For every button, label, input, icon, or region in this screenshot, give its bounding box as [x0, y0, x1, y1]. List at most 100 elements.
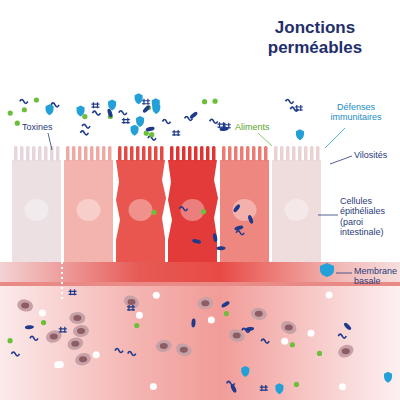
basement-membrane [0, 262, 400, 282]
red-blood-cell-center [255, 311, 263, 317]
villus [148, 146, 152, 161]
red-blood-cell [74, 351, 93, 367]
epithelial-cell [168, 160, 218, 262]
cell-nucleus [77, 199, 101, 221]
toxin [122, 118, 130, 124]
toxin [210, 119, 218, 123]
white-cell [57, 361, 64, 368]
toxin [20, 99, 28, 103]
epithelial-cell [12, 160, 61, 262]
villus [200, 146, 204, 161]
white-cell [307, 330, 314, 337]
villus [118, 146, 122, 161]
toxin [162, 120, 170, 124]
red-blood-cell-center [285, 324, 293, 330]
toxin [223, 123, 231, 129]
toxin [11, 352, 19, 356]
part-label: Défenses immunitaires [320, 102, 392, 123]
villus [194, 146, 198, 161]
toxin [261, 339, 269, 343]
villus [316, 146, 320, 161]
toxin [142, 99, 150, 105]
cell-nucleus [181, 199, 205, 221]
immune-defense [135, 93, 143, 104]
food-particle [34, 97, 39, 102]
cell-nucleus [129, 199, 153, 221]
red-blood-cell-center [21, 302, 29, 308]
villus [72, 146, 76, 161]
epithelial-cell [116, 160, 166, 262]
villus [66, 146, 70, 161]
villus [124, 146, 128, 161]
villus [56, 146, 60, 161]
red-blood-cell-center [128, 299, 136, 305]
toxin [128, 352, 136, 356]
immune-defense [275, 383, 283, 394]
villus [304, 146, 308, 161]
villus [264, 146, 268, 161]
white-cell [136, 312, 143, 319]
toxin [232, 203, 241, 213]
villus [286, 146, 290, 161]
leader-lines [48, 128, 352, 273]
food-particle [151, 210, 156, 215]
toxin [92, 111, 100, 115]
red-blood-cell [227, 327, 246, 344]
epithelial-cells [12, 146, 321, 262]
toxin [82, 124, 90, 128]
vessel-wall [0, 282, 400, 286]
toxin [142, 104, 151, 113]
toxin [236, 231, 244, 235]
villus [310, 146, 314, 161]
toxin [107, 108, 114, 118]
red-blood-cell [69, 312, 85, 325]
toxin [212, 233, 218, 243]
villus [240, 146, 244, 161]
villus [234, 146, 238, 161]
food-particle [294, 382, 299, 387]
part-label: Membrane basale [354, 266, 398, 287]
red-blood-cell [73, 324, 90, 337]
cell-nucleus [25, 199, 49, 221]
red-blood-cell-center [77, 328, 85, 334]
immune-defense [108, 99, 116, 110]
part-label: Toxines [22, 122, 82, 132]
red-blood-cell [336, 342, 356, 360]
villus [14, 146, 18, 161]
villus [176, 146, 180, 161]
cell-nucleus [233, 199, 257, 221]
villus [160, 146, 164, 161]
red-blood-cell-center [201, 300, 209, 306]
toxin [247, 214, 254, 224]
white-cell [39, 310, 46, 317]
part-label: Aliments [235, 122, 295, 132]
red-blood-cell-center [71, 341, 79, 347]
villus [182, 146, 186, 161]
white-cell [339, 383, 346, 390]
toxin [180, 207, 188, 211]
toxin [25, 325, 34, 330]
part-label: Vilosités [354, 150, 398, 160]
toxin [290, 107, 298, 111]
red-blood-cell-center [73, 315, 81, 321]
villus [102, 146, 106, 161]
toxin [115, 349, 123, 353]
white-cell [153, 292, 160, 299]
villus [222, 146, 226, 161]
toxin [245, 326, 255, 331]
shield-icon [320, 263, 334, 277]
white-cell [208, 316, 215, 323]
toxin [185, 116, 193, 120]
immune-defense [241, 366, 249, 377]
red-blood-cell-center [160, 343, 168, 349]
villus [20, 146, 24, 161]
toxin [295, 105, 303, 111]
villus [212, 146, 216, 161]
toxin [30, 336, 38, 340]
toxin [172, 130, 180, 136]
food-particle [224, 311, 229, 316]
food-particle [212, 99, 217, 104]
food-particle [7, 338, 12, 343]
immune-defense [136, 116, 144, 127]
food-particle [201, 209, 206, 214]
